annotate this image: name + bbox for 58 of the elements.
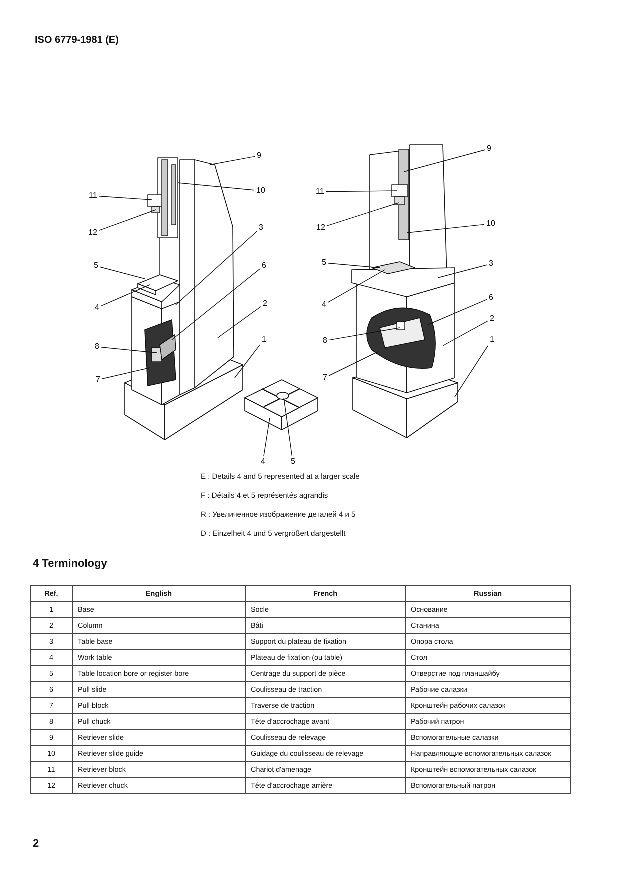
leader-line	[454, 346, 488, 398]
callout-number: 10	[486, 219, 496, 229]
section-heading: 4 Terminology	[33, 558, 108, 570]
callout-number: 4	[321, 300, 328, 310]
leader-line	[442, 320, 488, 346]
callout-number: 7	[322, 373, 328, 383]
press-drawing	[352, 144, 458, 438]
leader-line	[234, 344, 260, 378]
leader-line	[172, 268, 260, 340]
callout-number: 11	[88, 191, 98, 201]
callout-number: 6	[488, 293, 494, 303]
press-drawing	[124, 158, 244, 440]
leader-line	[176, 231, 258, 306]
leader-line	[100, 284, 150, 307]
leader-line	[210, 156, 256, 166]
callout-number: 5	[93, 261, 100, 271]
callout-number: 9	[486, 144, 492, 154]
callout-number: 3	[258, 223, 264, 233]
leader-line	[178, 182, 255, 191]
callout-number: 2	[489, 314, 496, 324]
leader-line	[406, 224, 485, 234]
leader-line	[327, 202, 400, 226]
callout-number: 3	[488, 259, 494, 269]
leader-line	[438, 264, 488, 278]
page-number: 2	[33, 838, 40, 850]
leader-line	[264, 418, 270, 456]
callout-number: 4	[260, 457, 266, 467]
leader-line	[404, 150, 486, 172]
callout-number: 8	[94, 342, 100, 352]
callout-number: 1	[489, 335, 496, 345]
callout-number: 12	[316, 223, 326, 233]
callout-number: 5	[290, 457, 296, 467]
leader-line	[328, 270, 386, 304]
leader-line	[328, 352, 378, 376]
callout-number: 7	[95, 375, 102, 385]
callout-number: 9	[256, 151, 262, 161]
callout-number: 1	[261, 335, 268, 345]
leader-line	[218, 306, 262, 338]
callout-number: 8	[322, 336, 328, 346]
leader-line	[284, 398, 293, 456]
leader-line	[328, 328, 400, 341]
callout-number: 2	[262, 299, 268, 309]
leader-line	[100, 347, 158, 354]
callout-number: 6	[261, 261, 268, 271]
leader-line	[100, 266, 146, 280]
leader-line	[99, 210, 156, 231]
leader-line	[98, 196, 152, 200]
leader-line	[102, 368, 150, 380]
document-header: ISO 6779-1981 (E)	[35, 35, 119, 46]
callout-number: 12	[88, 228, 98, 238]
leader-line	[428, 299, 488, 326]
work-table-drawing	[244, 380, 318, 430]
callout-number: 10	[256, 186, 266, 196]
leader-line	[328, 263, 380, 268]
callout-number: 4	[94, 303, 100, 313]
callout-number: 11	[315, 187, 326, 197]
callout-number: 5	[321, 258, 328, 268]
leader-line	[326, 190, 398, 192]
